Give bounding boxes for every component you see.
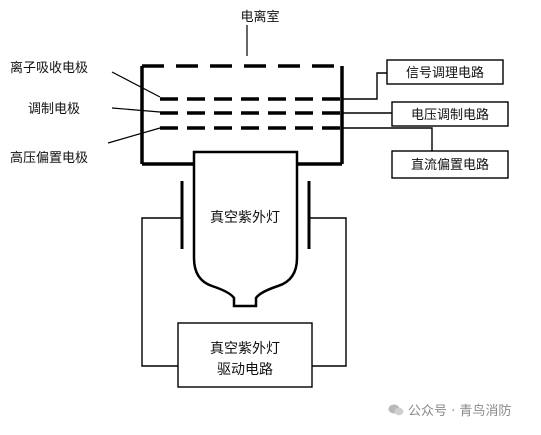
vacuum-uv-lamp-body	[192, 150, 299, 308]
lamp-driver-label-line1: 真空紫外灯	[210, 341, 280, 357]
label-leader-lines	[107, 25, 248, 144]
voltage-modulation-label: 电压调制电路	[411, 107, 489, 123]
lamp-driver-label-line2: 驱动电路	[217, 362, 273, 378]
ionization-chamber-outline	[140, 64, 344, 166]
electrode-lines	[160, 97, 342, 130]
lamp-side-plates	[180, 181, 311, 249]
signal-conditioning-box: 信号调理电路	[386, 59, 504, 85]
modulation-electrode-label: 调制电极	[28, 102, 80, 117]
ionization-chamber-label: 电离室	[240, 9, 279, 25]
vacuum-uv-lamp-label: 真空紫外灯	[210, 210, 280, 226]
watermark: 公众号 · 青鸟消防	[388, 400, 511, 419]
driver-circuit-wires	[141, 217, 347, 367]
signal-conditioning-label: 信号调理电路	[406, 65, 484, 81]
ion-absorption-electrode-label: 离子吸收电极	[10, 60, 88, 76]
wechat-icon	[388, 404, 404, 416]
voltage-modulation-box: 电压调制电路	[391, 101, 509, 127]
watermark-text: 公众号 · 青鸟消防	[408, 404, 512, 419]
dc-bias-box: 直流偏置电路	[391, 150, 509, 179]
circuit-connections	[342, 72, 433, 151]
high-voltage-bias-electrode-label: 高压偏置电极	[10, 150, 88, 166]
lamp-driver-circuit-box: 真空紫外灯 驱动电路	[177, 322, 313, 388]
dc-bias-label: 直流偏置电路	[411, 157, 489, 173]
